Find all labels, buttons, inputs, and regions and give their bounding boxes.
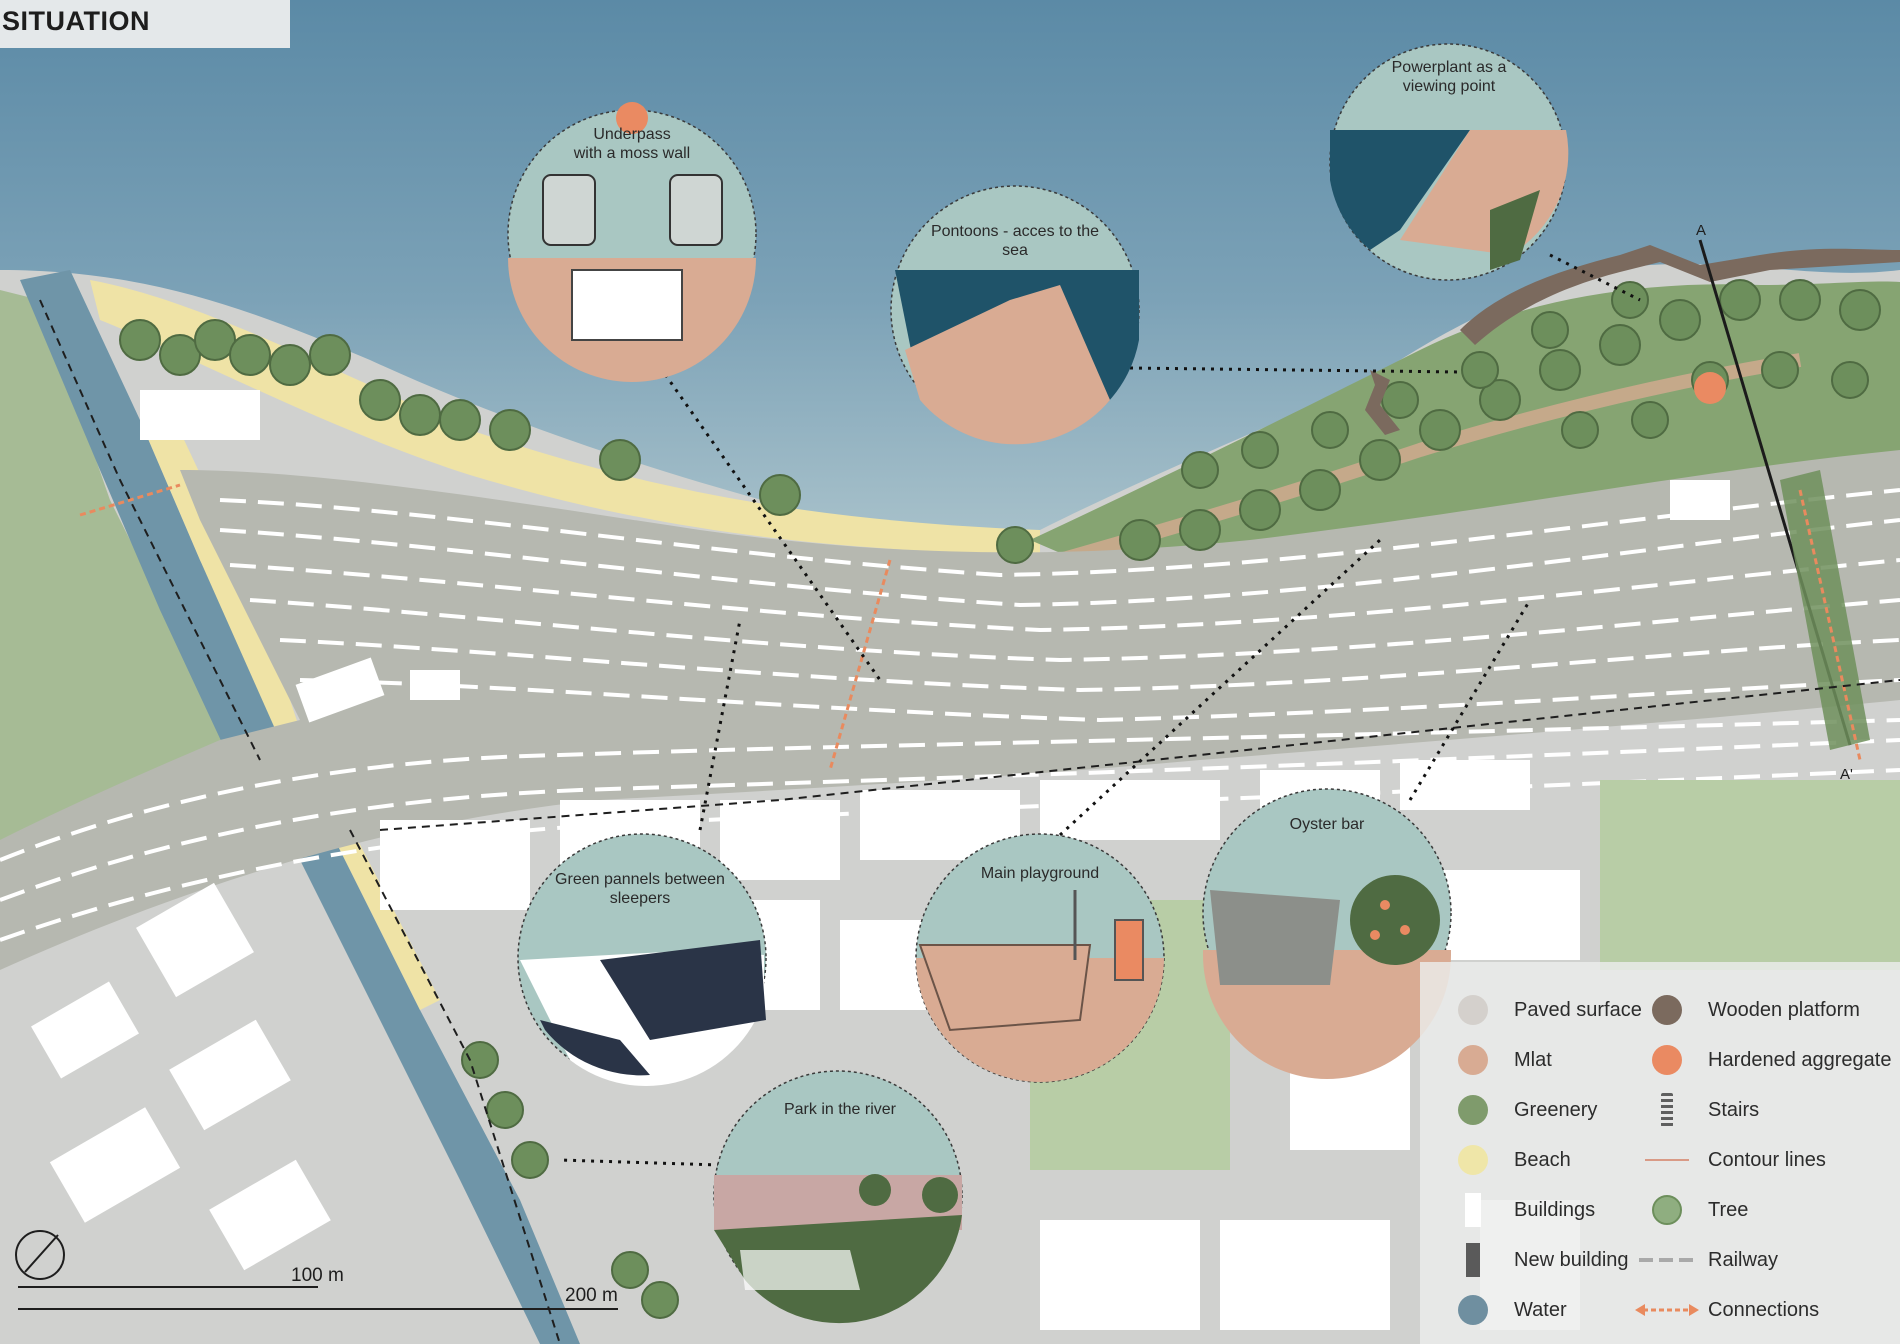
railway-icon xyxy=(1639,1258,1695,1262)
river-south-bank xyxy=(330,825,440,1010)
legend-label: Buildings xyxy=(1514,1198,1596,1221)
scale-label-100: 100 m xyxy=(291,1265,344,1286)
leader-lines xyxy=(559,253,1641,1167)
trees xyxy=(119,279,1881,1319)
legend-swatch-buildings xyxy=(1465,1193,1481,1227)
legend-item-greenery: Greenery xyxy=(1458,1092,1597,1128)
legend-label: Mlat xyxy=(1514,1048,1552,1071)
scale-bar xyxy=(18,1286,618,1310)
callout-underpass xyxy=(507,102,757,382)
legend-item-new-building: New building xyxy=(1458,1242,1629,1278)
legend-label: Hardened aggregate xyxy=(1708,1048,1892,1071)
legend-label: Stairs xyxy=(1708,1098,1760,1121)
boundary-lines xyxy=(39,299,1900,1344)
wooden-platform xyxy=(1460,245,1900,345)
green-corridor xyxy=(1780,470,1870,750)
legend-item-connections: Connections xyxy=(1635,1292,1820,1328)
callout-playground xyxy=(915,833,1165,1083)
legend-item-contour-lines: Contour lines xyxy=(1645,1142,1826,1178)
legend-swatch-mlat xyxy=(1458,1045,1488,1075)
legend-swatch-water xyxy=(1458,1295,1488,1325)
legend-item-paved-surface: Paved surface xyxy=(1458,992,1642,1028)
legend-label: Railway xyxy=(1708,1248,1779,1271)
legend-item-beach: Beach xyxy=(1458,1142,1571,1178)
river-bank-beach xyxy=(140,410,300,740)
callout-park xyxy=(713,1070,963,1324)
rail-yard xyxy=(0,450,1900,970)
callout-oyster xyxy=(1202,788,1452,1079)
callout-label-green-panels: Green pannels between sleepers xyxy=(555,871,725,907)
stairs-icon xyxy=(1661,1093,1673,1127)
legend-item-water: Water xyxy=(1458,1292,1567,1328)
contour-line-icon xyxy=(1645,1159,1689,1161)
connection-arrow-icon xyxy=(1635,1303,1699,1317)
beach-strip xyxy=(90,280,1040,555)
legend-item-stairs: Stairs xyxy=(1652,1092,1759,1128)
legend-label: Contour lines xyxy=(1708,1148,1826,1171)
legend-swatch-wooden-platform xyxy=(1652,995,1682,1025)
legend-label: Wooden platform xyxy=(1708,998,1860,1021)
callout-powerplant xyxy=(1329,43,1569,281)
city-green-2 xyxy=(1600,780,1900,970)
left-field xyxy=(0,290,240,880)
callout-label-park: Park in the river xyxy=(783,1101,897,1118)
legend-item-railway: Railway xyxy=(1639,1242,1779,1278)
callout-label-oyster: Oyster bar xyxy=(1289,816,1365,833)
legend-label: Greenery xyxy=(1514,1098,1598,1121)
legend-item-buildings: Buildings xyxy=(1458,1192,1595,1228)
legend-label: New building xyxy=(1514,1248,1629,1271)
legend-item-mlat: Mlat xyxy=(1458,1042,1552,1078)
hardened-aggregate-spot xyxy=(1694,372,1726,404)
callout-label-pontoons: Pontoons - acces to the sea xyxy=(930,223,1100,259)
callout-label-playground: Main playground xyxy=(980,865,1100,882)
legend-swatch-hardened-aggregate xyxy=(1652,1045,1682,1075)
pier xyxy=(1365,370,1400,435)
legend-swatch-new-building xyxy=(1466,1243,1480,1277)
section-marker-a: A xyxy=(1696,222,1707,239)
scale-label-200: 200 m xyxy=(565,1285,618,1306)
callout-label-powerplant: Powerplant as a viewing point xyxy=(1391,59,1507,95)
legend-swatch-greenery xyxy=(1458,1095,1488,1125)
river xyxy=(20,270,290,760)
page-title: SITUATION xyxy=(2,6,150,36)
legend-label: Connections xyxy=(1708,1298,1820,1321)
callout-label-underpass: Underpass with a moss wall xyxy=(573,126,691,162)
legend-label: Water xyxy=(1514,1298,1567,1321)
callout-pontoons xyxy=(890,185,1140,445)
tree-icon xyxy=(1652,1195,1682,1225)
legend-label: Beach xyxy=(1514,1148,1571,1171)
legend: Paved surface Mlat Greenery Beach Buildi… xyxy=(1420,962,1900,1344)
legend-item-hardened-aggregate: Hardened aggregate xyxy=(1652,1042,1891,1078)
legend-label: Tree xyxy=(1708,1198,1749,1221)
section-marker-a-prime: A' xyxy=(1840,766,1853,783)
connections xyxy=(79,483,1862,771)
north-arrow xyxy=(15,1230,65,1280)
title-box: SITUATION xyxy=(0,0,290,48)
legend-item-wooden-platform: Wooden platform xyxy=(1652,992,1860,1028)
legend-item-tree: Tree xyxy=(1652,1192,1748,1228)
legend-swatch-paved xyxy=(1458,995,1488,1025)
river-south xyxy=(290,830,580,1344)
legend-label: Paved surface xyxy=(1514,998,1642,1021)
callout-green-panels xyxy=(517,833,767,1086)
legend-swatch-beach xyxy=(1458,1145,1488,1175)
